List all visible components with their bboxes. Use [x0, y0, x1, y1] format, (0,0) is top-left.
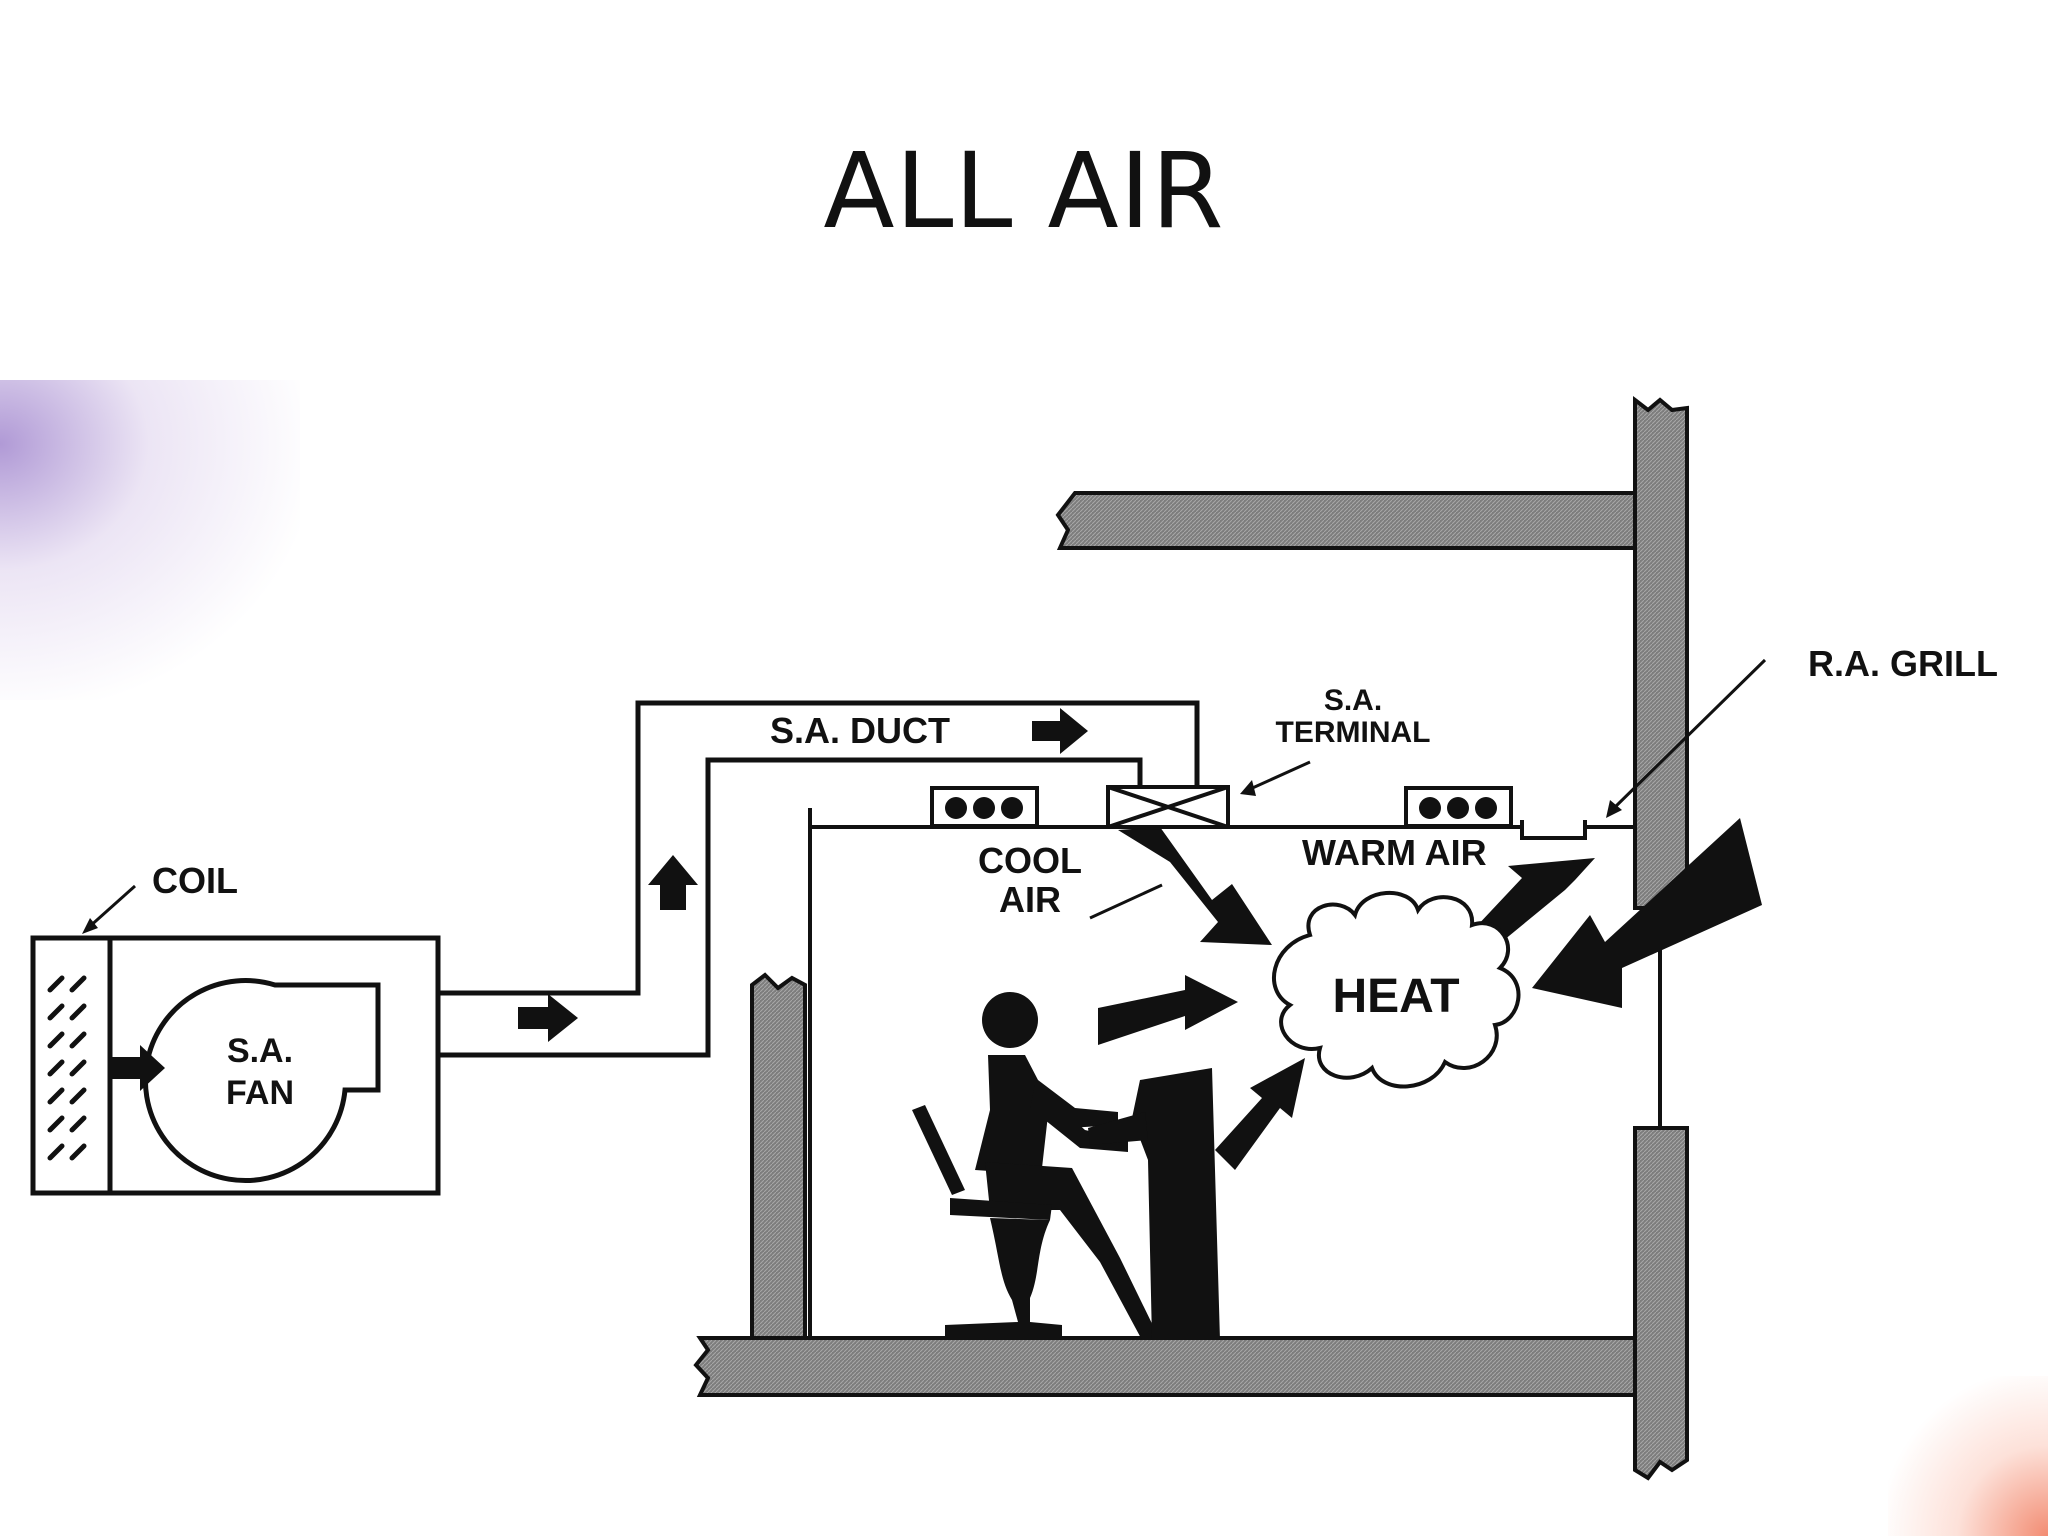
arrow-duct-up	[648, 855, 698, 910]
building-walls	[693, 395, 1689, 1481]
terminal-leader-arrowhead	[1240, 780, 1256, 796]
heat-arrows	[1098, 818, 1762, 1170]
slide-title: ALL AIR	[823, 130, 1225, 252]
upper-floor-slab	[1055, 491, 1637, 550]
terminal-leader	[1247, 760, 1311, 792]
arrow-equipment-to-heat	[1215, 1058, 1305, 1170]
light-fixture-left	[930, 786, 1039, 828]
arrow-duct-top	[1032, 708, 1088, 754]
arrow-person-to-heat	[1098, 975, 1238, 1045]
grill-leader	[1610, 658, 1767, 812]
grill-leader-arrowhead	[1606, 800, 1622, 818]
airflow-arrows	[112, 708, 1088, 1091]
seated-person-icon	[912, 992, 1160, 1340]
heat-label: HEAT	[1332, 970, 1459, 1023]
terminal-label-line2: TERMINAL	[1276, 716, 1431, 749]
light-fixture-right	[1404, 786, 1513, 828]
right-wall-upper	[1633, 395, 1689, 910]
floor-slab	[693, 1336, 1637, 1397]
arrow-window-to-heat	[1532, 818, 1762, 1008]
background-glow-right	[1888, 1376, 2048, 1536]
arrow-cool-air-to-heat	[1118, 827, 1272, 945]
computer-terminal-icon	[1088, 1068, 1220, 1340]
cool-air-leader	[1089, 883, 1163, 920]
duct-label: S.A. DUCT	[770, 710, 950, 751]
warm-air-label: WARM AIR	[1302, 832, 1487, 873]
fan-label-line1: S.A.	[227, 1032, 293, 1070]
supply-air-terminal	[1106, 785, 1230, 829]
fan-housing	[142, 978, 381, 1184]
supply-air-duct	[440, 700, 1200, 1058]
left-wall	[750, 972, 807, 1340]
arrow-into-fan	[112, 1045, 165, 1091]
terminal-label-line1: S.A.	[1324, 684, 1382, 717]
arrow-heat-to-grill	[1475, 858, 1595, 945]
cool-air-label-line2: AIR	[999, 879, 1061, 920]
coil-leader-arrowhead	[82, 918, 98, 934]
coil-label: COIL	[152, 860, 238, 901]
heat-cloud	[1272, 890, 1521, 1089]
return-air-grill	[1520, 820, 1587, 840]
coil-fins	[47, 975, 87, 1161]
arrow-duct-right	[518, 994, 578, 1042]
grill-label: R.A. GRILL	[1808, 643, 1998, 684]
fan-label-line2: FAN	[226, 1074, 294, 1112]
coil-leader	[87, 884, 136, 930]
cool-air-label-line1: COOL	[978, 840, 1082, 881]
background-glow-left	[0, 380, 300, 700]
right-wall-lower	[1633, 1126, 1689, 1481]
